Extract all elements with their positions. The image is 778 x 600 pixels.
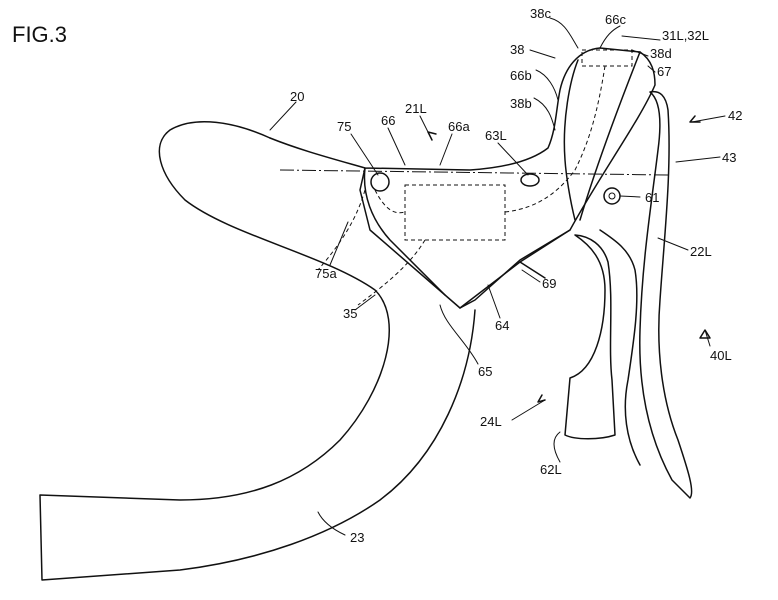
label-24L: 24L (480, 414, 502, 429)
label-38d: 38d (650, 46, 672, 61)
label-65: 65 (478, 364, 492, 379)
label-66c: 66c (605, 12, 626, 27)
label-35: 35 (343, 306, 357, 321)
bracket-body (269, 47, 656, 309)
reference-labels: 20 21L 75 66 66a 63L 38c 66c 31L,32L 38 … (290, 6, 742, 545)
internal-hidden-lines (317, 49, 633, 306)
label-66: 66 (381, 113, 395, 128)
pivot-pin-61-center (608, 192, 616, 200)
label-61: 61 (645, 190, 659, 205)
label-66a: 66a (448, 119, 470, 134)
label-75: 75 (337, 119, 351, 134)
label-75a: 75a (315, 266, 337, 281)
label-21L: 21L (405, 101, 427, 116)
label-62L: 62L (540, 462, 562, 477)
pivot-pin-61 (603, 187, 621, 205)
label-67: 67 (657, 64, 671, 79)
label-69: 69 (542, 276, 556, 291)
fastener-75 (370, 172, 390, 192)
figure-title: FIG.3 (12, 22, 68, 47)
electric-component-31L-32L (581, 49, 633, 67)
shift-lever-24L (564, 234, 616, 440)
pivot-axis-43 (279, 169, 669, 176)
handlebar-outline (39, 120, 476, 581)
label-42: 42 (728, 108, 742, 123)
switch-63L (520, 173, 540, 187)
label-20: 20 (290, 89, 304, 104)
label-38b: 38b (510, 96, 532, 111)
label-38: 38 (510, 42, 524, 57)
brake-lever-22L (599, 90, 693, 499)
label-23: 23 (350, 530, 364, 545)
label-66b: 66b (510, 68, 532, 83)
label-38c: 38c (530, 6, 551, 21)
label-40L: 40L (710, 348, 732, 363)
electric-unit-35 (404, 184, 506, 241)
label-31L-32L: 31L,32L (662, 28, 709, 43)
label-63L: 63L (485, 128, 507, 143)
label-43: 43 (722, 150, 736, 165)
label-22L: 22L (690, 244, 712, 259)
arrows (427, 115, 711, 403)
label-64: 64 (495, 318, 509, 333)
leader-lines (269, 17, 726, 536)
